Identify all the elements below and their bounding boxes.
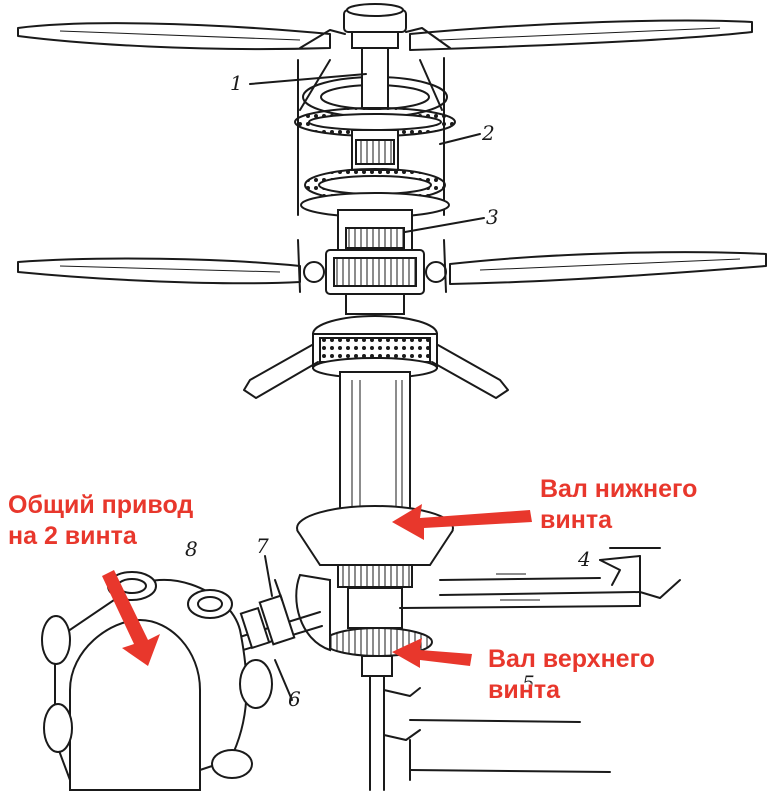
figure-labels: 1 2 3 7 8 6 4 5 [185, 71, 591, 711]
label-8: 8 [185, 537, 198, 561]
drive-shaft [229, 579, 323, 701]
label-7: 7 [256, 534, 269, 558]
label-5: 5 [522, 671, 535, 695]
engine-cylinders [41, 571, 273, 779]
engine [41, 571, 273, 792]
lower-rotor-blades [17, 239, 767, 295]
annotation-common-drive-line2: на 2 винта [8, 522, 137, 550]
arrow-common-drive [102, 570, 160, 666]
lower-swashplate [300, 168, 450, 251]
annotation-upper-shaft-line2: винта [488, 676, 560, 704]
central-column [339, 371, 411, 521]
annotation-arrows [102, 504, 532, 668]
upper-rotor-blades [17, 19, 753, 51]
annotation-common-drive-line1: Общий привод [8, 491, 194, 519]
label-2: 2 [481, 121, 495, 145]
upper-hub [299, 3, 451, 49]
upper-shaft [351, 47, 399, 171]
control-rods [369, 547, 681, 791]
annotation-upper-shaft: Вал верхнего винта [488, 644, 655, 706]
label-6: 6 [288, 687, 301, 711]
annotation-lower-shaft-line1: Вал нижнего [540, 475, 698, 503]
annotation-lower-shaft: Вал нижнего винта [540, 474, 697, 536]
annotation-lower-shaft-line2: винта [540, 506, 612, 534]
label-3: 3 [486, 205, 499, 229]
arrow-upper-shaft [392, 638, 472, 668]
annotation-common-drive: Общий привод на 2 винта [8, 490, 193, 552]
main-bearing [243, 293, 509, 399]
annotation-upper-shaft-line1: Вал верхнего [488, 645, 655, 673]
reduction-gearbox [295, 505, 454, 677]
label-4: 4 [577, 547, 591, 571]
label-1: 1 [230, 71, 243, 95]
arrow-lower-shaft [392, 504, 532, 540]
